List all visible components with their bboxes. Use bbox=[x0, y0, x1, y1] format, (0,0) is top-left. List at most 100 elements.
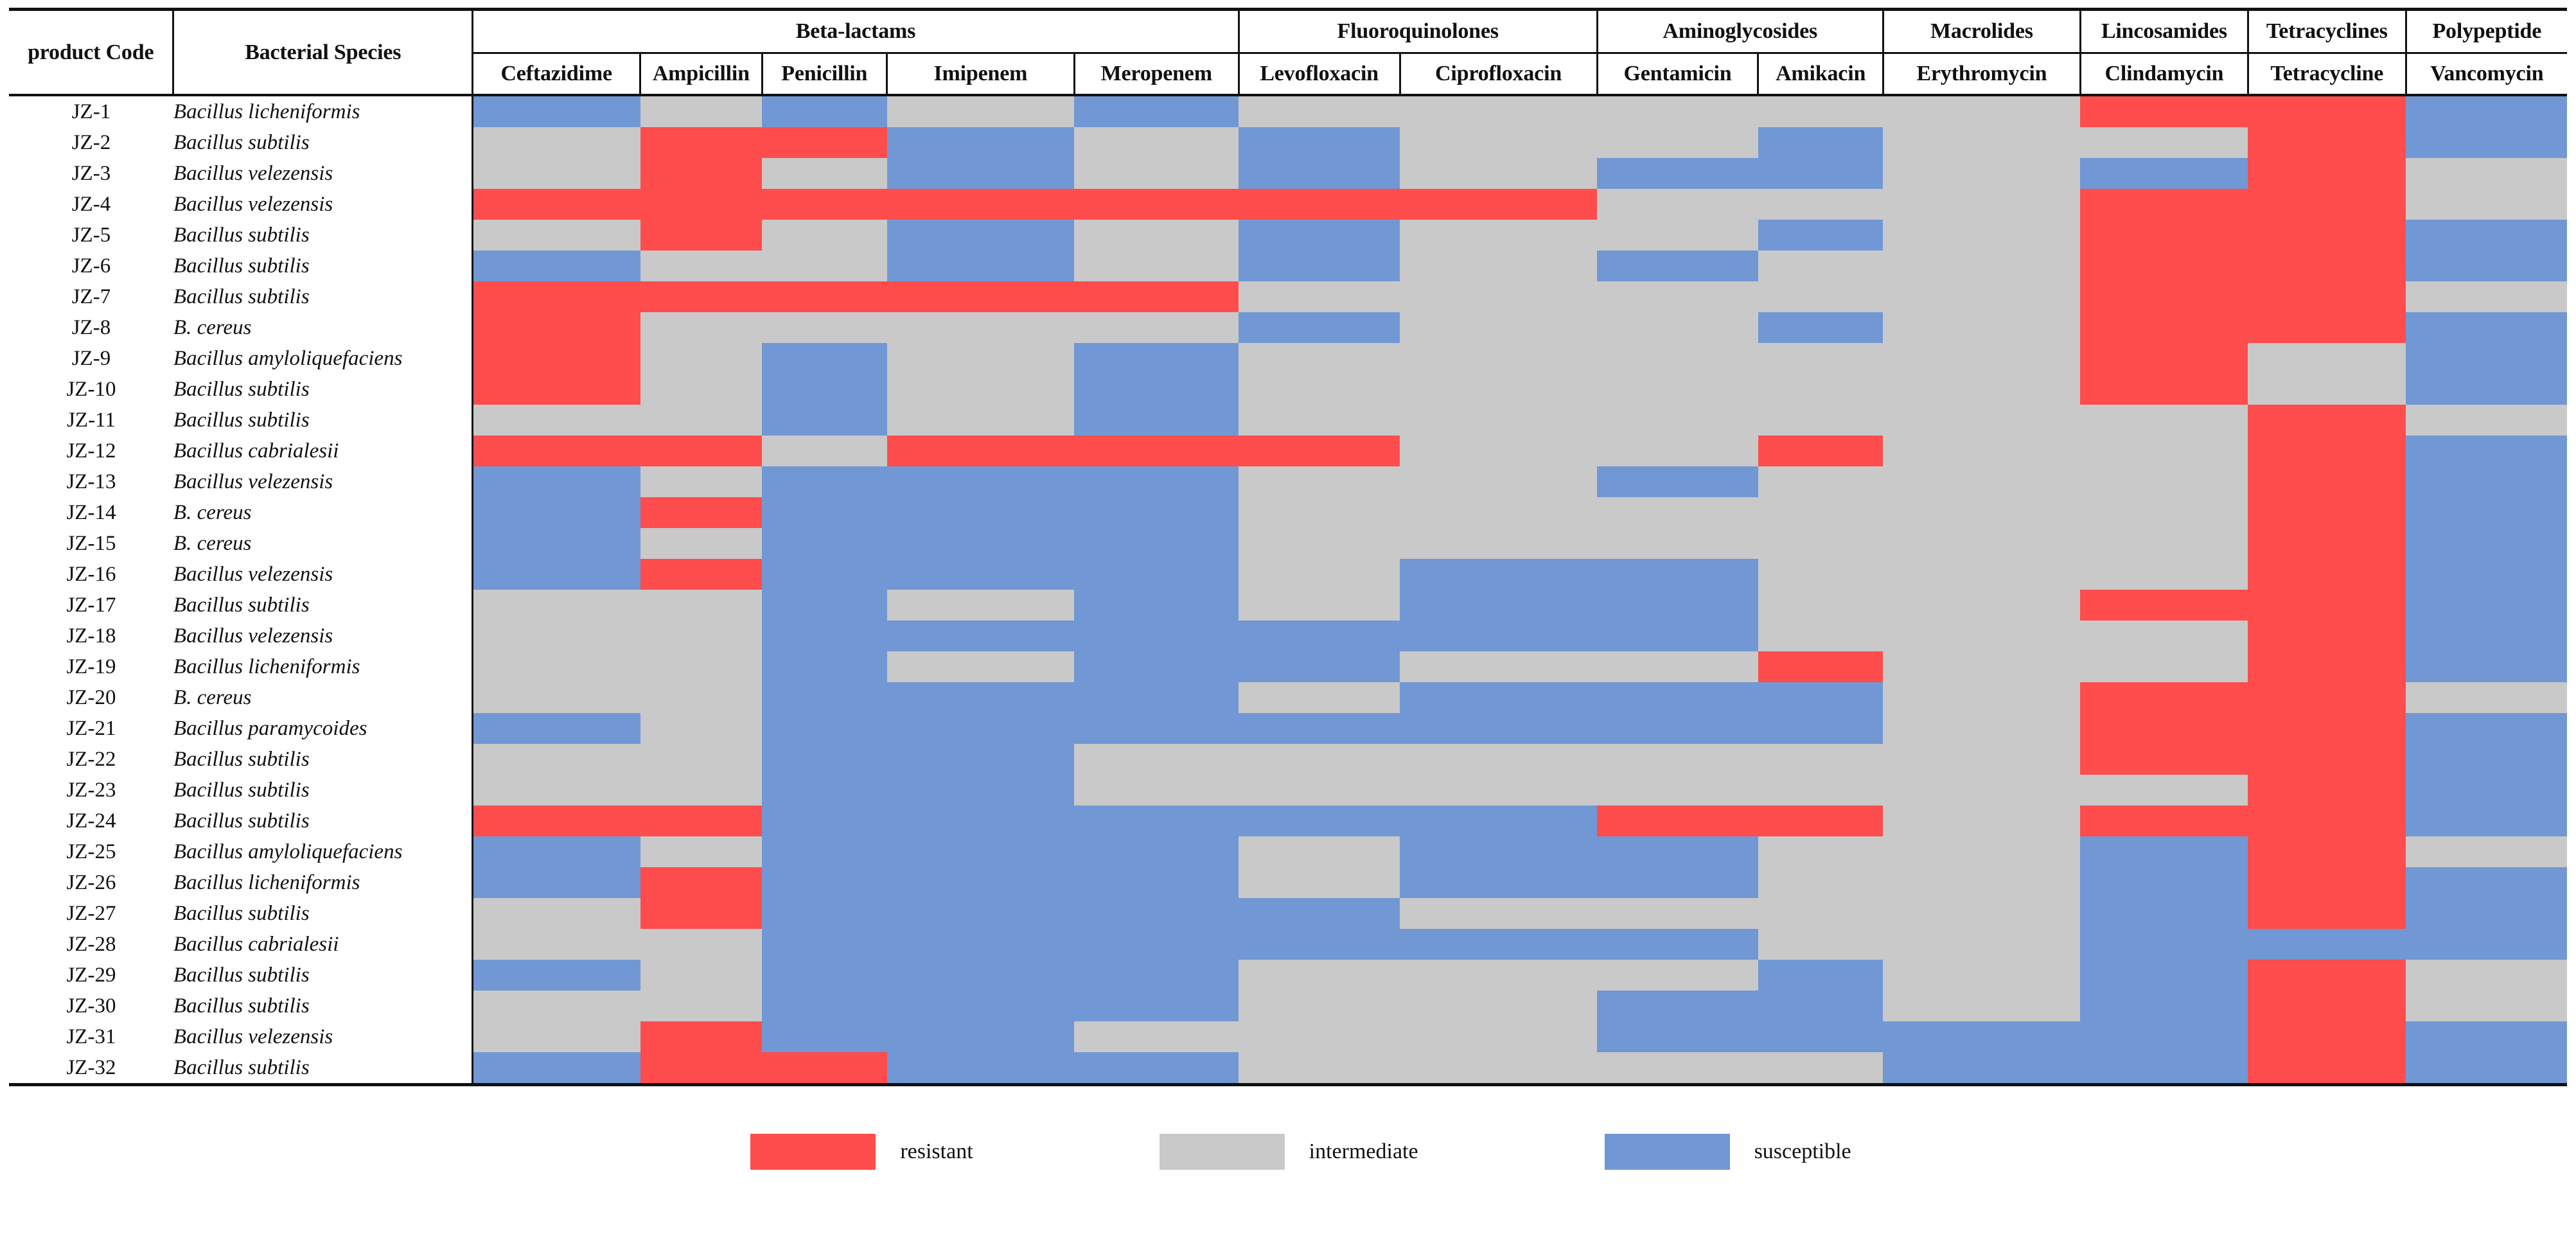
heatmap-cell bbox=[2080, 898, 2248, 929]
heatmap-cell bbox=[2080, 744, 2248, 775]
heatmap-cell bbox=[2406, 343, 2567, 374]
heatmap-cell bbox=[1597, 806, 1758, 836]
heatmap-cell bbox=[2080, 94, 2248, 127]
heatmap-cell bbox=[1239, 929, 1400, 960]
heatmap-cell bbox=[1597, 713, 1758, 744]
heatmap-cell bbox=[1239, 713, 1400, 744]
heatmap-cell bbox=[887, 682, 1075, 713]
heatmap-cell bbox=[472, 251, 640, 281]
table-header: product Code Bacterial Species Beta-lact… bbox=[9, 9, 2567, 95]
row-product-code: JZ-1 bbox=[9, 94, 173, 127]
heatmap-cell bbox=[2406, 312, 2567, 343]
heatmap-cell bbox=[1758, 867, 1883, 898]
row-product-code: JZ-22 bbox=[9, 744, 173, 775]
heatmap-cell bbox=[640, 1052, 763, 1086]
heatmap-cell bbox=[762, 405, 887, 436]
heatmap-cell bbox=[1758, 559, 1883, 590]
row-species-name: Bacillus subtilis bbox=[173, 374, 474, 405]
heatmap-cell bbox=[1597, 682, 1758, 713]
heatmap-cell bbox=[1883, 960, 2081, 991]
heatmap-cell bbox=[1400, 158, 1598, 189]
heatmap-cell bbox=[762, 1052, 887, 1086]
row-product-code: JZ-3 bbox=[9, 158, 173, 189]
heatmap-cell bbox=[472, 94, 640, 127]
row-product-code: JZ-15 bbox=[9, 528, 173, 559]
heatmap-cell bbox=[472, 189, 640, 220]
heatmap-cell bbox=[762, 682, 887, 713]
heatmap-cell bbox=[1597, 991, 1758, 1021]
row-product-code: JZ-7 bbox=[9, 281, 173, 312]
heatmap-cell bbox=[887, 158, 1075, 189]
heatmap-cell bbox=[1883, 651, 2081, 682]
row-product-code: JZ-14 bbox=[9, 497, 173, 528]
heatmap-cell bbox=[762, 528, 887, 559]
row-product-code: JZ-24 bbox=[9, 806, 173, 836]
row-species-name: B. cereus bbox=[173, 528, 474, 559]
heatmap-cell bbox=[640, 405, 763, 436]
heatmap-cell bbox=[1239, 836, 1400, 867]
heatmap-cell bbox=[640, 713, 763, 744]
header-class-aminoglycosides: Aminoglycosides bbox=[1596, 9, 1884, 53]
header-drug-meropenem: Meropenem bbox=[1073, 53, 1240, 95]
heatmap-cell bbox=[1883, 466, 2081, 497]
heatmap-cell bbox=[1883, 621, 2081, 651]
heatmap-cell bbox=[1074, 898, 1239, 929]
heatmap-cell bbox=[472, 682, 640, 713]
heatmap-cell bbox=[640, 929, 763, 960]
header-drug-tetracycline: Tetracycline bbox=[2246, 53, 2407, 95]
heatmap-cell bbox=[1883, 497, 2081, 528]
row-species-name: Bacillus subtilis bbox=[173, 991, 474, 1021]
heatmap-cell bbox=[1758, 929, 1883, 960]
header-drug-vancomycin: Vancomycin bbox=[2404, 53, 2567, 95]
row-species-name: B. cereus bbox=[173, 682, 474, 713]
heatmap-cell bbox=[2406, 466, 2567, 497]
heatmap-cell bbox=[1758, 836, 1883, 867]
heatmap-cell bbox=[640, 528, 763, 559]
heatmap-cell bbox=[2248, 343, 2406, 374]
heatmap-cell bbox=[887, 312, 1075, 343]
heatmap-cell bbox=[2080, 682, 2248, 713]
heatmap-cell bbox=[1400, 559, 1598, 590]
heatmap-cell bbox=[1883, 713, 2081, 744]
heatmap-cell bbox=[1400, 713, 1598, 744]
heatmap-cell bbox=[640, 312, 763, 343]
heatmap-cell bbox=[887, 991, 1075, 1021]
header-group-row: product Code Bacterial Species Beta-lact… bbox=[9, 9, 2567, 95]
row-species-name: Bacillus amyloliquefaciens bbox=[173, 343, 474, 374]
heatmap-cell bbox=[2248, 867, 2406, 898]
heatmap-cell bbox=[1597, 1052, 1758, 1086]
heatmap-cell bbox=[640, 94, 763, 127]
heatmap-cell bbox=[887, 960, 1075, 991]
heatmap-cell bbox=[640, 960, 763, 991]
heatmap-cell bbox=[887, 898, 1075, 929]
row-product-code: JZ-31 bbox=[9, 1021, 173, 1052]
heatmap-cell bbox=[1400, 436, 1598, 466]
row-species-name: Bacillus licheniformis bbox=[173, 651, 474, 682]
row-product-code: JZ-12 bbox=[9, 436, 173, 466]
row-product-code: JZ-32 bbox=[9, 1052, 173, 1086]
heatmap-cell bbox=[1597, 497, 1758, 528]
heatmap-cell bbox=[1400, 590, 1598, 621]
heatmap-cell bbox=[762, 94, 887, 127]
heatmap-cell bbox=[762, 497, 887, 528]
heatmap-cell bbox=[887, 621, 1075, 651]
heatmap-cell bbox=[2248, 960, 2406, 991]
heatmap-cell bbox=[1758, 744, 1883, 775]
heatmap-cell bbox=[1758, 528, 1883, 559]
heatmap-cell bbox=[762, 590, 887, 621]
heatmap-cell bbox=[472, 991, 640, 1021]
heatmap-cell bbox=[1239, 127, 1400, 158]
heatmap-cell bbox=[2406, 158, 2567, 189]
heatmap-cell bbox=[2080, 312, 2248, 343]
heatmap-cell bbox=[1239, 898, 1400, 929]
heatmap-cell bbox=[472, 158, 640, 189]
heatmap-cell bbox=[1074, 682, 1239, 713]
heatmap-cell bbox=[1758, 436, 1883, 466]
heatmap-cell bbox=[2248, 220, 2406, 251]
header-class-macrolides: Macrolides bbox=[1882, 9, 2081, 53]
heatmap-cell bbox=[2406, 405, 2567, 436]
